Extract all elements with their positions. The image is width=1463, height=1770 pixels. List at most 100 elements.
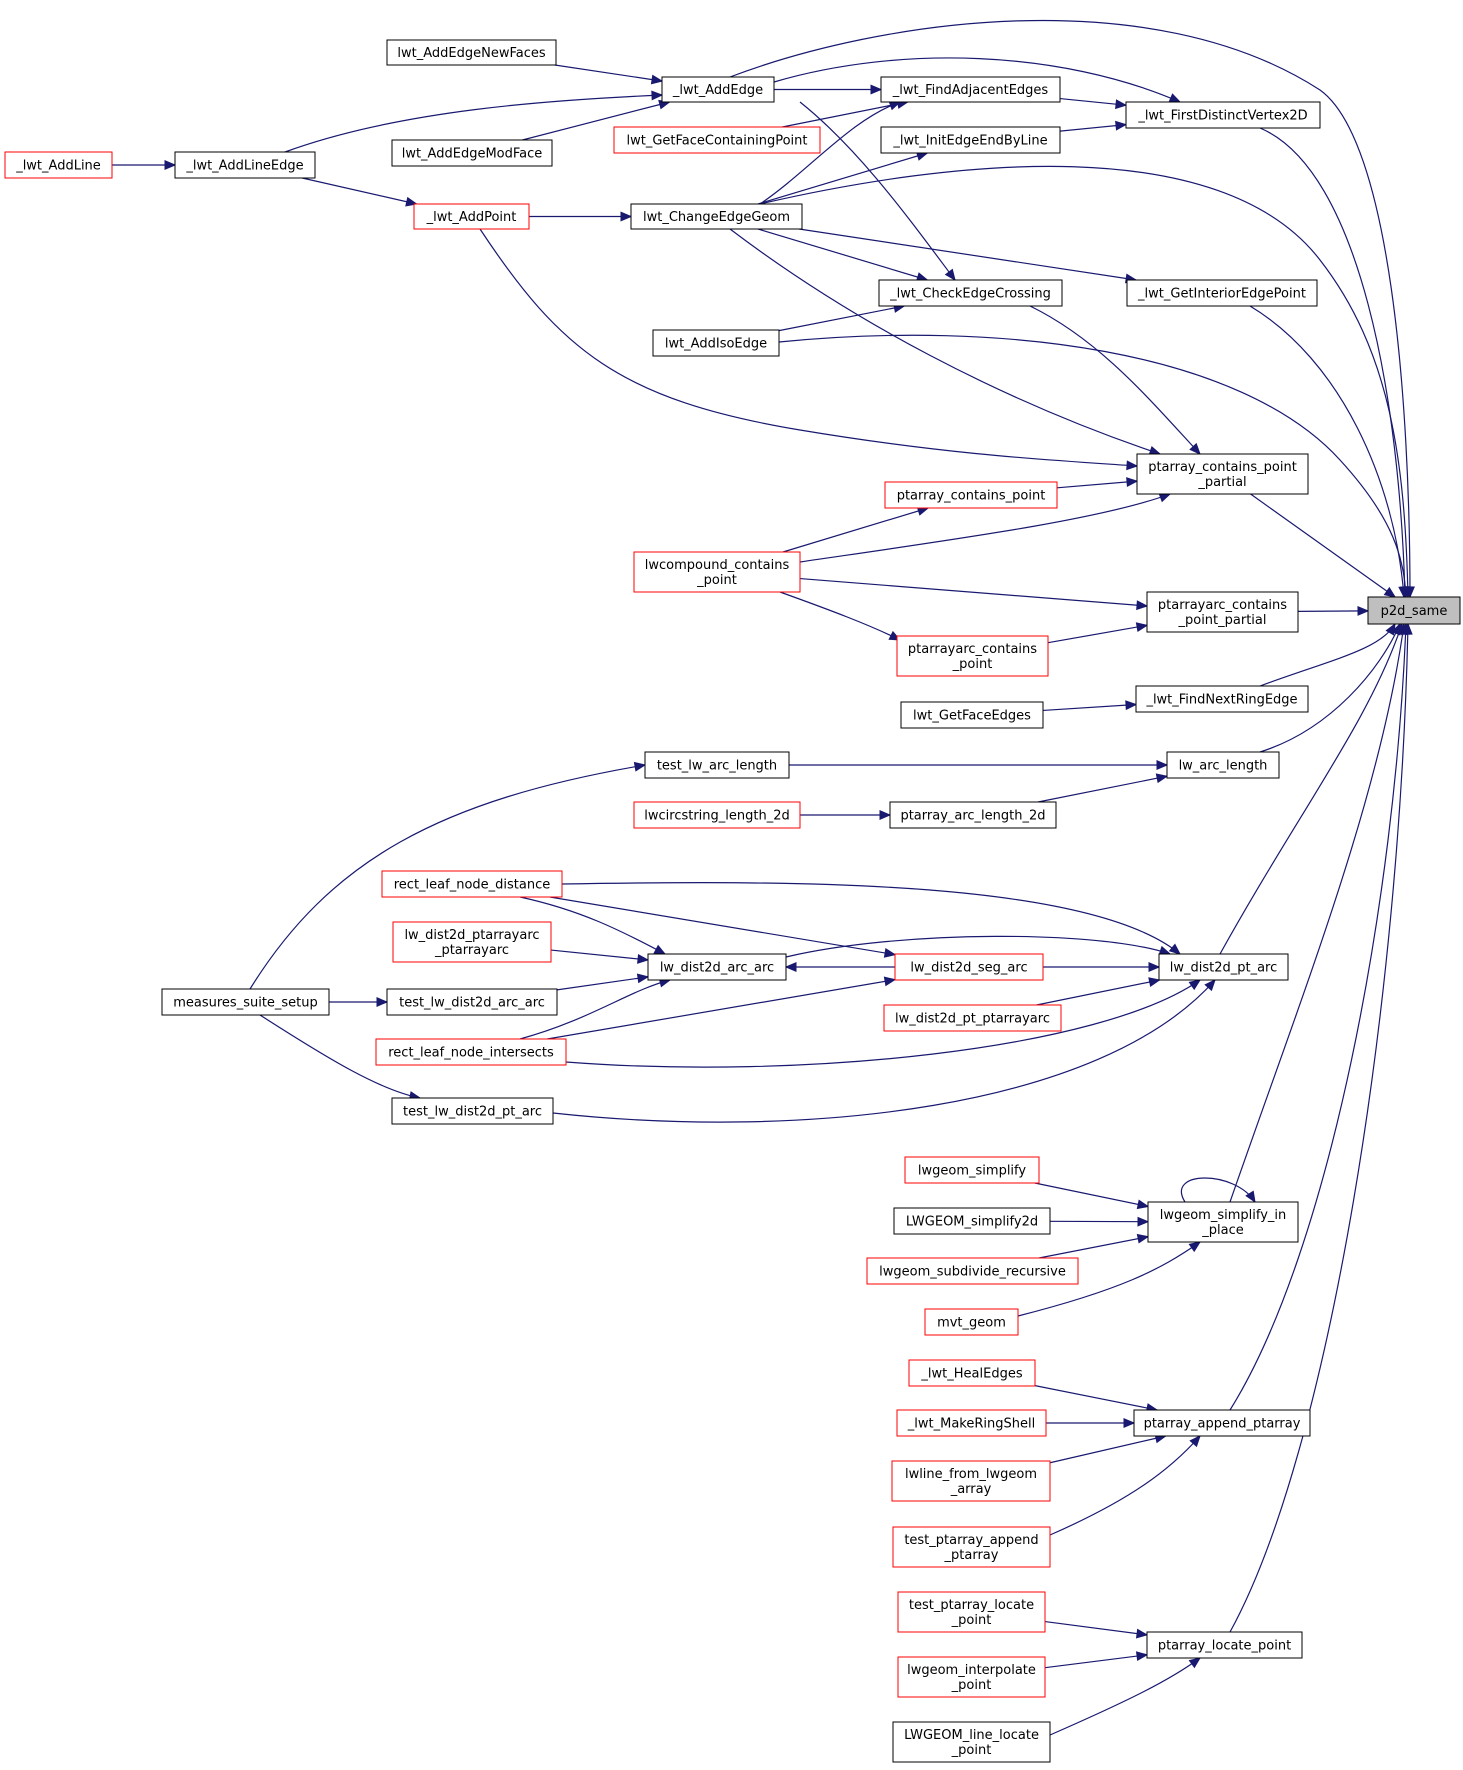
node-box[interactable]	[880, 126, 1061, 154]
node-box[interactable]	[897, 1656, 1046, 1698]
node-box[interactable]	[392, 921, 552, 963]
node-lwt_AddIsoEdge[interactable]: lwt_AddIsoEdge	[652, 329, 780, 357]
node-lwcircstring_length_2d[interactable]: lwcircstring_length_2d	[633, 801, 801, 829]
node-box[interactable]	[1135, 685, 1309, 713]
node-box[interactable]	[893, 1207, 1051, 1235]
node-box[interactable]	[633, 801, 801, 829]
node-box[interactable]	[880, 76, 1061, 103]
node-lwt_AddEdgeModFace[interactable]: lwt_AddEdgeModFace	[391, 139, 553, 167]
node-test_ptarray_locate_point[interactable]: test_ptarray_locate_point	[897, 1591, 1046, 1633]
node-lw_dist2d_seg_arc[interactable]: lw_dist2d_seg_arc	[894, 953, 1044, 981]
node-p2d_same[interactable]: p2d_same	[1367, 596, 1461, 625]
node-box[interactable]	[866, 1257, 1079, 1285]
node-_lwt_GetInteriorEdgePoint[interactable]: _lwt_GetInteriorEdgePoint	[1126, 279, 1318, 307]
node-lw_dist2d_pt_ptarrayarc[interactable]: lw_dist2d_pt_ptarrayarc	[883, 1004, 1062, 1032]
node-ptarrayarc_contains_point[interactable]: ptarrayarc_contains_point	[896, 635, 1049, 677]
node-box[interactable]	[375, 1038, 567, 1066]
node-box[interactable]	[391, 1097, 554, 1125]
node-box[interactable]	[381, 870, 563, 898]
node-mvt_geom[interactable]: mvt_geom	[924, 1308, 1019, 1336]
node-box[interactable]	[613, 126, 821, 154]
node-_lwt_FindNextRingEdge[interactable]: _lwt_FindNextRingEdge	[1135, 685, 1309, 713]
node-lwgeom_subdivide_recursive[interactable]: lwgeom_subdivide_recursive	[866, 1257, 1079, 1285]
node-_lwt_InitEdgeEndByLine[interactable]: _lwt_InitEdgeEndByLine	[880, 126, 1061, 154]
node-_lwt_FirstDistinctVertex2D[interactable]: _lwt_FirstDistinctVertex2D	[1125, 101, 1321, 129]
node-box[interactable]	[1166, 751, 1280, 779]
node-ptarray_append_ptarray[interactable]: ptarray_append_ptarray	[1133, 1409, 1311, 1437]
node-lwt_ChangeEdgeGeom[interactable]: lwt_ChangeEdgeGeom	[630, 203, 803, 230]
node-rect_leaf_node_distance[interactable]: rect_leaf_node_distance	[381, 870, 563, 898]
node-box[interactable]	[1133, 1409, 1311, 1437]
node-test_ptarray_append_ptarray[interactable]: test_ptarray_append_ptarray	[892, 1526, 1051, 1568]
node-lw_arc_length[interactable]: lw_arc_length	[1166, 751, 1280, 779]
node-box[interactable]	[647, 953, 787, 981]
node-lw_dist2d_ptarrayarc_ptarrayarc[interactable]: lw_dist2d_ptarrayarc_ptarrayarc	[392, 921, 552, 963]
node-box[interactable]	[391, 139, 553, 167]
node-ptarray_contains_point_partial[interactable]: ptarray_contains_point_partial	[1136, 453, 1309, 495]
node-box[interactable]	[878, 279, 1063, 307]
node-_lwt_AddLineEdge[interactable]: _lwt_AddLineEdge	[174, 151, 316, 179]
node-box[interactable]	[904, 1156, 1040, 1184]
node-lwline_from_lwgeom_array[interactable]: lwline_from_lwgeom_array	[891, 1460, 1051, 1502]
node-box[interactable]	[896, 1409, 1047, 1437]
node-box[interactable]	[889, 801, 1057, 829]
node-box[interactable]	[896, 635, 1049, 677]
node-_lwt_HealEdges[interactable]: _lwt_HealEdges	[908, 1359, 1036, 1387]
node-LWGEOM_line_locate_point[interactable]: LWGEOM_line_locate_point	[892, 1721, 1051, 1763]
node-box[interactable]	[386, 39, 557, 66]
node-rect_leaf_node_intersects[interactable]: rect_leaf_node_intersects	[375, 1038, 567, 1066]
node-box[interactable]	[1367, 596, 1461, 625]
node-box[interactable]	[652, 329, 780, 357]
node-lwgeom_interpolate_point[interactable]: lwgeom_interpolate_point	[897, 1656, 1046, 1698]
node-ptarray_locate_point[interactable]: ptarray_locate_point	[1146, 1631, 1303, 1659]
node-lwgeom_simplify_in_place[interactable]: lwgeom_simplify_in_place	[1147, 1201, 1299, 1243]
node-box[interactable]	[1136, 453, 1309, 495]
node-_lwt_FindAdjacentEdges[interactable]: _lwt_FindAdjacentEdges	[880, 76, 1061, 103]
node-measures_suite_setup[interactable]: measures_suite_setup	[161, 988, 330, 1016]
node-box[interactable]	[891, 1460, 1051, 1502]
node-box[interactable]	[644, 751, 790, 779]
node-box[interactable]	[630, 203, 803, 230]
node-box[interactable]	[884, 481, 1058, 509]
node-box[interactable]	[1125, 101, 1321, 129]
node-lw_dist2d_pt_arc[interactable]: lw_dist2d_pt_arc	[1158, 953, 1289, 981]
node-lwt_AddEdgeNewFaces[interactable]: lwt_AddEdgeNewFaces	[386, 39, 557, 66]
node-lwgeom_simplify[interactable]: lwgeom_simplify	[904, 1156, 1040, 1184]
node-box[interactable]	[897, 1591, 1046, 1633]
node-box[interactable]	[174, 151, 316, 179]
node-box[interactable]	[661, 76, 775, 103]
node-lwt_GetFaceEdges[interactable]: lwt_GetFaceEdges	[900, 701, 1044, 729]
node-LWGEOM_simplify2d[interactable]: LWGEOM_simplify2d	[893, 1207, 1051, 1235]
node-box[interactable]	[413, 203, 530, 230]
node-box[interactable]	[908, 1359, 1036, 1387]
node-_lwt_AddLine[interactable]: _lwt_AddLine	[4, 151, 113, 179]
node-box[interactable]	[386, 988, 558, 1016]
node-test_lw_arc_length[interactable]: test_lw_arc_length	[644, 751, 790, 779]
node-box[interactable]	[1158, 953, 1289, 981]
node-box[interactable]	[1146, 1631, 1303, 1659]
node-box[interactable]	[883, 1004, 1062, 1032]
node-_lwt_CheckEdgeCrossing[interactable]: _lwt_CheckEdgeCrossing	[878, 279, 1063, 307]
node-_lwt_AddPoint[interactable]: _lwt_AddPoint	[413, 203, 530, 230]
node-box[interactable]	[924, 1308, 1019, 1336]
node-box[interactable]	[892, 1526, 1051, 1568]
node-box[interactable]	[892, 1721, 1051, 1763]
node-box[interactable]	[894, 953, 1044, 981]
node-box[interactable]	[161, 988, 330, 1016]
node-lwt_GetFaceContainingPoint[interactable]: lwt_GetFaceContainingPoint	[613, 126, 821, 154]
node-box[interactable]	[4, 151, 113, 179]
node-_lwt_AddEdge[interactable]: _lwt_AddEdge	[661, 76, 775, 103]
node-ptarrayarc_contains_point_partial[interactable]: ptarrayarc_contains_point_partial	[1146, 591, 1299, 633]
node-ptarray_arc_length_2d[interactable]: ptarray_arc_length_2d	[889, 801, 1057, 829]
node-box[interactable]	[1147, 1201, 1299, 1243]
node-box[interactable]	[1126, 279, 1318, 307]
node-box[interactable]	[633, 551, 801, 593]
node-ptarray_contains_point[interactable]: ptarray_contains_point	[884, 481, 1058, 509]
node-test_lw_dist2d_pt_arc[interactable]: test_lw_dist2d_pt_arc	[391, 1097, 554, 1125]
node-test_lw_dist2d_arc_arc[interactable]: test_lw_dist2d_arc_arc	[386, 988, 558, 1016]
node-box[interactable]	[1146, 591, 1299, 633]
node-lw_dist2d_arc_arc[interactable]: lw_dist2d_arc_arc	[647, 953, 787, 981]
node-_lwt_MakeRingShell[interactable]: _lwt_MakeRingShell	[896, 1409, 1047, 1437]
node-lwcompound_contains_point[interactable]: lwcompound_contains_point	[633, 551, 801, 593]
node-box[interactable]	[900, 701, 1044, 729]
